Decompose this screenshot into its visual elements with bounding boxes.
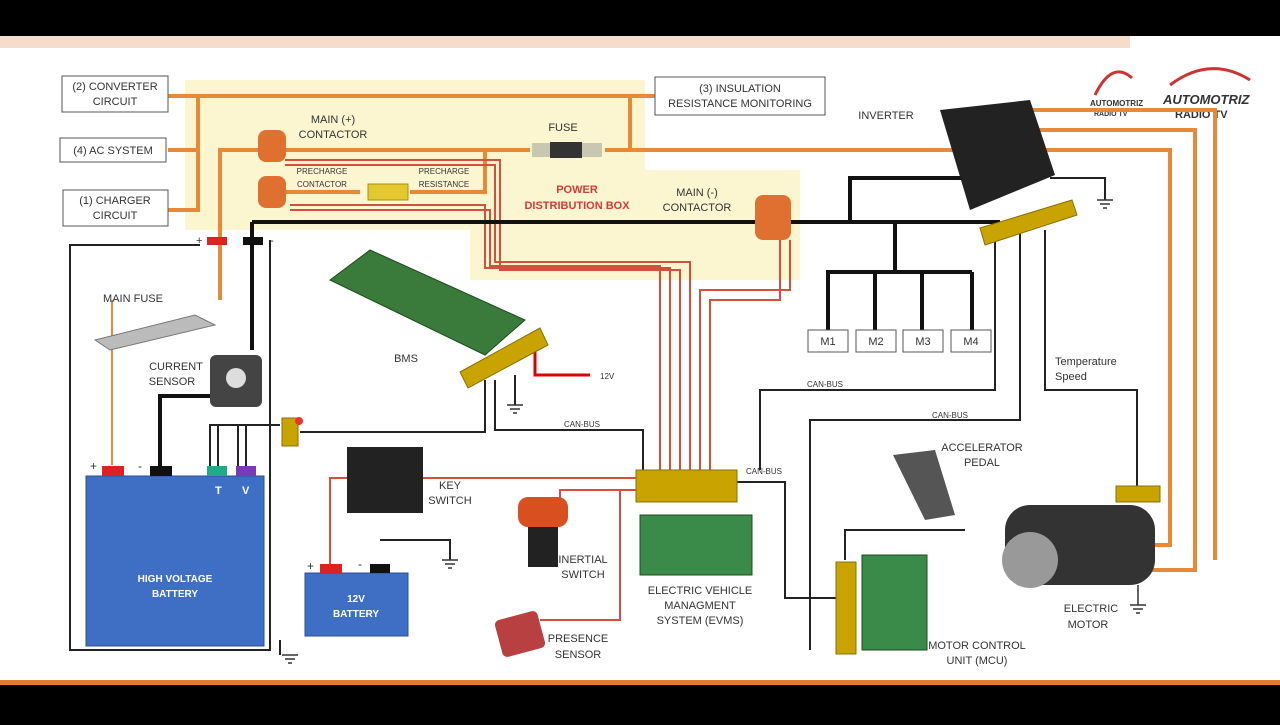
svg-text:(3) INSULATION: (3) INSULATION xyxy=(699,83,781,95)
svg-text:(2) CONVERTER: (2) CONVERTER xyxy=(72,81,157,93)
svg-text:KEY: KEY xyxy=(439,480,462,492)
svg-text:CAN-BUS: CAN-BUS xyxy=(746,467,782,476)
battery-neg-terminal xyxy=(243,237,263,245)
svg-text:ELECTRIC: ELECTRIC xyxy=(1064,603,1118,615)
svg-text:ACCELERATOR: ACCELERATOR xyxy=(941,442,1023,454)
svg-text:+: + xyxy=(307,559,314,573)
svg-text:(4) AC SYSTEM: (4) AC SYSTEM xyxy=(73,145,152,157)
svg-text:FUSE: FUSE xyxy=(548,122,577,134)
svg-text:CAN-BUS: CAN-BUS xyxy=(807,380,843,389)
svg-text:-: - xyxy=(138,459,142,473)
svg-text:BMS: BMS xyxy=(394,353,418,365)
inertial-switch xyxy=(518,497,568,567)
svg-text:PRESENCE: PRESENCE xyxy=(548,633,609,645)
svg-text:CAN-BUS: CAN-BUS xyxy=(564,420,600,429)
svg-text:MOTOR CONTROL: MOTOR CONTROL xyxy=(928,640,1026,652)
svg-text:SWITCH: SWITCH xyxy=(561,569,604,581)
svg-text:ELECTRIC VEHICLE: ELECTRIC VEHICLE xyxy=(648,585,753,597)
svg-text:(1) CHARGER: (1) CHARGER xyxy=(79,195,151,207)
presence-sensor xyxy=(494,611,546,657)
svg-text:MAIN (-): MAIN (-) xyxy=(676,187,718,199)
svg-text:-: - xyxy=(358,557,362,571)
svg-text:PEDAL: PEDAL xyxy=(964,457,1000,469)
charger-circuit-box: (1) CHARGER CIRCUIT xyxy=(62,189,169,227)
svg-text:M3: M3 xyxy=(915,336,930,348)
svg-text:RESISTANCE: RESISTANCE xyxy=(419,180,470,189)
power-wires xyxy=(111,94,1217,621)
svg-text:V: V xyxy=(242,485,250,497)
svg-text:SENSOR: SENSOR xyxy=(149,376,196,388)
mcu-board xyxy=(861,554,928,651)
svg-text:INVERTER: INVERTER xyxy=(858,110,913,122)
svg-text:Speed: Speed xyxy=(1055,371,1087,383)
main-fuse xyxy=(93,314,217,351)
svg-text:CIRCUIT: CIRCUIT xyxy=(93,96,138,108)
svg-text:M2: M2 xyxy=(868,336,883,348)
svg-text:12V: 12V xyxy=(600,372,615,381)
svg-text:Temperature: Temperature xyxy=(1055,356,1117,368)
svg-text:12V: 12V xyxy=(347,594,365,605)
bms-board xyxy=(329,249,549,389)
svg-text:+: + xyxy=(196,235,202,247)
svg-text:BATTERY: BATTERY xyxy=(152,589,198,600)
svg-text:BATTERY: BATTERY xyxy=(333,609,379,620)
svg-text:DISTRIBUTION BOX: DISTRIBUTION BOX xyxy=(524,200,630,212)
inverter xyxy=(940,100,1078,246)
main-positive-contactor xyxy=(258,130,286,162)
svg-text:AUTOMOTRIZ: AUTOMOTRIZ xyxy=(1162,92,1250,107)
svg-text:PRECHARGE: PRECHARGE xyxy=(419,167,470,176)
evms-connector xyxy=(635,469,738,503)
svg-text:UNIT (MCU): UNIT (MCU) xyxy=(947,655,1008,667)
electric-motor xyxy=(1002,505,1155,588)
precharge-contactor xyxy=(258,176,286,208)
battery-pos-terminal xyxy=(207,237,227,245)
svg-text:HIGH VOLTAGE: HIGH VOLTAGE xyxy=(138,574,213,585)
main-negative-contactor xyxy=(755,195,791,240)
motor-outputs: M1 M2 M3 M4 xyxy=(807,329,992,353)
svg-text:RESISTANCE MONITORING: RESISTANCE MONITORING xyxy=(668,98,812,110)
mcu-connector xyxy=(835,561,857,655)
ground-icon xyxy=(282,199,1146,664)
svg-text:CIRCUIT: CIRCUIT xyxy=(93,210,138,222)
svg-text:AUTOMOTRIZ: AUTOMOTRIZ xyxy=(1090,99,1143,108)
svg-text:+: + xyxy=(90,459,97,473)
12v-battery: + - 12V BATTERY xyxy=(304,557,409,637)
svg-text:RADIO TV: RADIO TV xyxy=(1094,111,1128,118)
current-sensor xyxy=(210,355,262,407)
svg-text:M4: M4 xyxy=(963,336,978,348)
ground-and-signal-wires xyxy=(69,176,1138,655)
ac-system-box: (4) AC SYSTEM xyxy=(59,137,167,163)
evms-board xyxy=(639,514,753,576)
svg-text:M1: M1 xyxy=(820,336,835,348)
svg-text:MAIN (+): MAIN (+) xyxy=(311,114,355,126)
converter-circuit-box: (2) CONVERTER CIRCUIT xyxy=(61,75,169,113)
precharge-resistor xyxy=(367,183,409,201)
high-voltage-battery: + - T V HIGH VOLTAGE BATTERY xyxy=(85,459,265,647)
svg-text:SENSOR: SENSOR xyxy=(555,649,602,661)
svg-text:CURRENT: CURRENT xyxy=(149,361,203,373)
insulation-monitoring-box: (3) INSULATION RESISTANCE MONITORING xyxy=(654,76,826,116)
fuse-icon xyxy=(532,142,602,158)
svg-text:CAN-BUS: CAN-BUS xyxy=(932,411,968,420)
accelerator-pedal xyxy=(893,450,955,520)
svg-text:T: T xyxy=(215,485,222,497)
svg-text:MANAGMENT: MANAGMENT xyxy=(664,600,736,612)
svg-text:MAIN FUSE: MAIN FUSE xyxy=(103,293,163,305)
svg-text:CONTACTOR: CONTACTOR xyxy=(299,129,368,141)
svg-text:PRECHARGE: PRECHARGE xyxy=(297,167,348,176)
svg-text:-: - xyxy=(270,235,274,247)
svg-text:SWITCH: SWITCH xyxy=(428,495,471,507)
svg-text:MOTOR: MOTOR xyxy=(1068,619,1109,631)
svg-text:POWER: POWER xyxy=(556,184,598,196)
svg-text:CONTACTOR: CONTACTOR xyxy=(297,180,347,189)
key-switch xyxy=(347,447,423,513)
svg-text:INERTIAL: INERTIAL xyxy=(558,554,607,566)
svg-text:CONTACTOR: CONTACTOR xyxy=(663,202,732,214)
svg-text:SYSTEM (EVMS): SYSTEM (EVMS) xyxy=(657,615,744,627)
